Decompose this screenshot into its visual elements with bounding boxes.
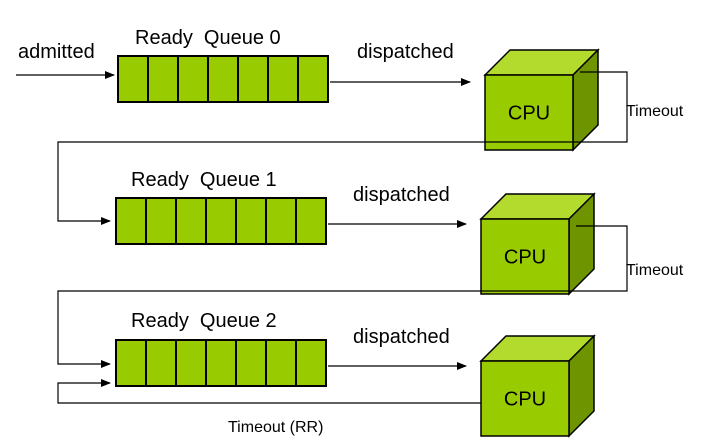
cpu-label: CPU <box>504 247 546 269</box>
cpu-label: CPU <box>508 103 550 125</box>
queue-label-2: Ready Queue 2 <box>131 310 277 332</box>
queue-row-0: Ready Queue 0 dispatched CPU Timeout <box>117 27 684 152</box>
queue-row-2: Ready Queue 2 dispatched CPU <box>115 310 596 438</box>
timeout-rr-label: Timeout (RR) <box>228 419 323 436</box>
cpu-cube-0: CPU <box>483 48 600 152</box>
queue-box-0 <box>117 55 329 103</box>
cpu-cube-2: CPU <box>479 334 596 438</box>
cpu-front-face <box>480 360 570 437</box>
queue-box-1 <box>115 197 327 245</box>
cpu-front-face <box>480 218 570 295</box>
queue-box-2 <box>115 339 327 387</box>
dispatched-label-0: dispatched <box>357 41 454 63</box>
queue-label-1: Ready Queue 1 <box>131 169 277 191</box>
queue-frame <box>115 197 327 245</box>
cpu-label: CPU <box>504 389 546 411</box>
cpu-cube-1: CPU <box>479 192 596 296</box>
admitted-label: admitted <box>18 41 95 63</box>
dispatched-label-2: dispatched <box>353 326 450 348</box>
rr-loop-path <box>57 379 481 404</box>
queue-row-1: Ready Queue 1 dispatched CPU Timeout <box>115 169 684 296</box>
queue-slot <box>295 197 327 245</box>
timeout-path-0 <box>57 71 628 225</box>
queue-frame <box>117 55 329 103</box>
queue-label-0: Ready Queue 0 <box>135 27 281 49</box>
cpu-front-face <box>484 74 574 151</box>
queue-slot <box>297 55 329 103</box>
queue-slot <box>295 339 327 387</box>
queue-frame <box>115 339 327 387</box>
dispatched-label-1: dispatched <box>353 184 450 206</box>
timeout-label-1: Timeout <box>626 262 684 279</box>
timeout-label-0: Timeout <box>626 103 684 120</box>
timeout-path-1 <box>57 225 628 368</box>
